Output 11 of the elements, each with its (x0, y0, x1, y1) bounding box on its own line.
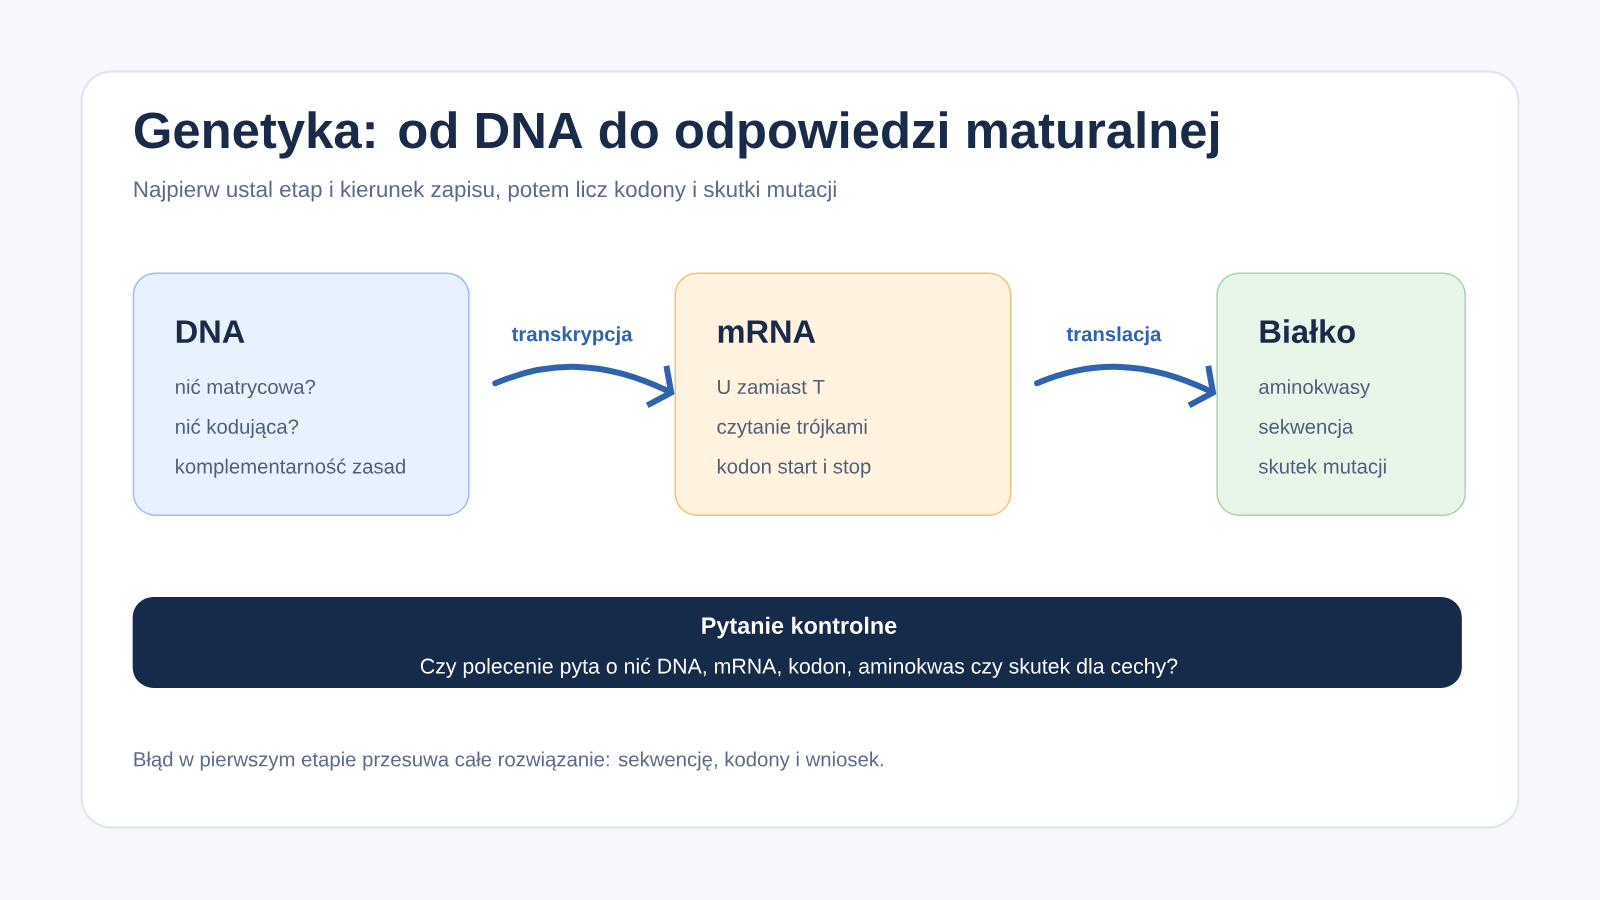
subtitle: Najpierw ustal etap i kierunek zapisu, potem licz kodony i skutki mutacji (134, 180, 836, 202)
footnote: Błąd w pierwszym etapie przesuwa całe rozwiązanie: sekwencję, kodony i wniosek. (134, 751, 883, 771)
stage-card: DNA nić matrycowa? nić kodująca? komplementarność zasad (132, 272, 470, 516)
title: Genetyka: od DNA do odpowiedzi maturalnej (134, 111, 1219, 159)
edge-label: translacja (1066, 326, 1162, 346)
stage-card: mRNA U zamiast T czytanie trójkami kodon start i stop (674, 272, 1012, 516)
curved-arrow (1034, 363, 1217, 408)
edge-label: transkrypcja (511, 326, 633, 346)
stage-card: Białko aminokwasy sekwencja skutek mutacji (1216, 272, 1466, 516)
question-banner: Pytanie kontrolne Czy polecenie pyta o nić DNA, mRNA, kodon, aminokwas czy skutek dla cechy? (132, 596, 1462, 688)
curved-arrow (492, 363, 675, 408)
